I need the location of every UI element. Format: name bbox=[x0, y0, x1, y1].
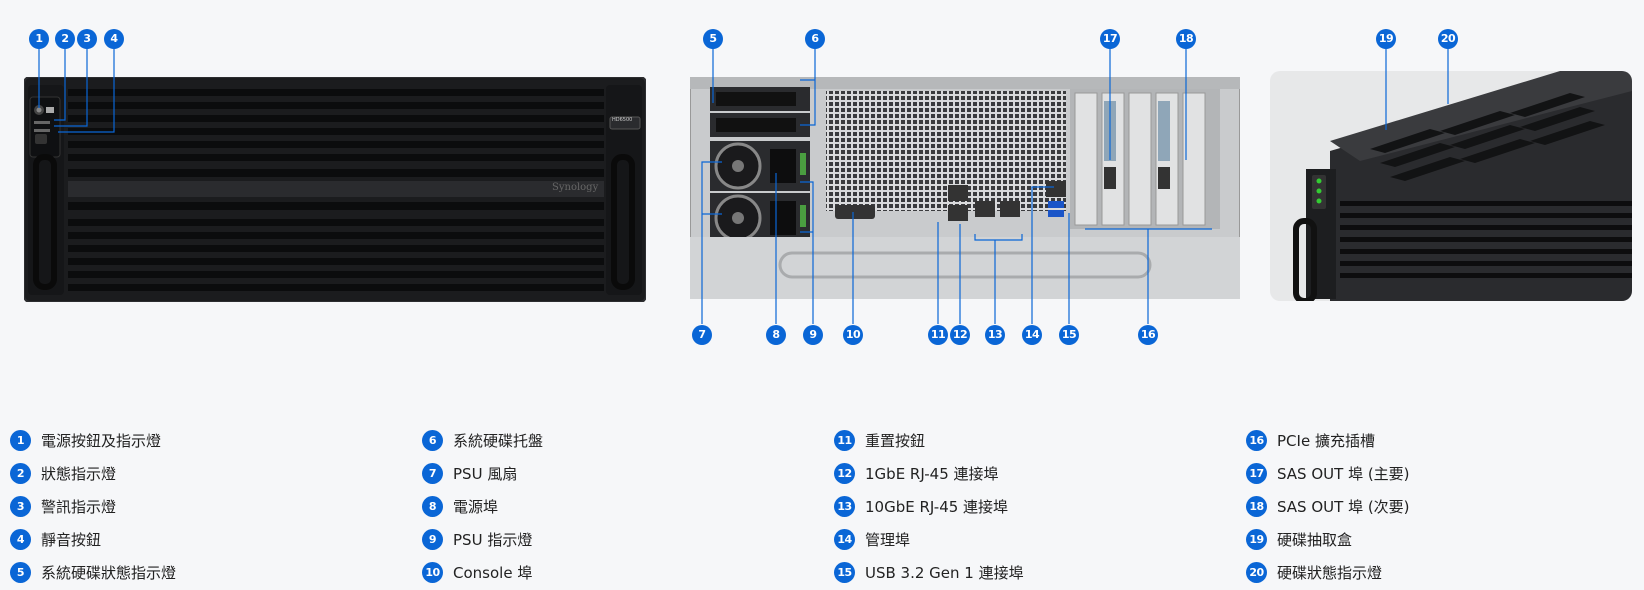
legend-column-4: 16 PCIe 擴充插槽 17 SAS OUT 埠 (主要) 18 SAS OUT 埠… bbox=[1246, 424, 1636, 589]
legend-label: 系統硬碟狀態指示燈 bbox=[41, 564, 177, 582]
callout-10: 10 bbox=[843, 325, 863, 345]
legend-item: 9 PSU 指示燈 bbox=[422, 523, 812, 556]
legend-item: 1 電源按鈕及指示燈 bbox=[10, 424, 400, 457]
legend-item: 20 硬碟狀態指示燈 bbox=[1246, 556, 1636, 589]
legend-label: 狀態指示燈 bbox=[41, 465, 117, 483]
legend-item: 14 管理埠 bbox=[834, 523, 1224, 556]
legend-label: 硬碟抽取盒 bbox=[1277, 531, 1353, 549]
front-model-badge: HD6500 bbox=[612, 117, 633, 123]
callout-12: 12 bbox=[950, 325, 970, 345]
legend-label: USB 3.2 Gen 1 連接埠 bbox=[865, 564, 1024, 582]
legend-label: 10GbE RJ-45 連接埠 bbox=[865, 498, 1009, 516]
legend-item: 6 系統硬碟托盤 bbox=[422, 424, 812, 457]
callout-14: 14 bbox=[1022, 325, 1042, 345]
legend-label: 硬碟狀態指示燈 bbox=[1277, 564, 1383, 582]
callout-15: 15 bbox=[1059, 325, 1079, 345]
legend-item: 17 SAS OUT 埠 (主要) bbox=[1246, 457, 1636, 490]
legend-item: 7 PSU 風扇 bbox=[422, 457, 812, 490]
callout-19: 19 bbox=[1376, 29, 1396, 49]
legend-number: 10 bbox=[422, 562, 443, 583]
legend-number: 19 bbox=[1246, 529, 1267, 550]
legend-number: 18 bbox=[1246, 496, 1267, 517]
legend-number: 20 bbox=[1246, 562, 1267, 583]
callout-7: 7 bbox=[692, 325, 712, 345]
front-view-photo: HD6500 Synology bbox=[24, 77, 646, 302]
legend-item: 13 10GbE RJ-45 連接埠 bbox=[834, 490, 1224, 523]
drawer-view-photo bbox=[1270, 71, 1632, 301]
legend-number: 6 bbox=[422, 430, 443, 451]
legend-number: 7 bbox=[422, 463, 443, 484]
legend-label: 重置按鈕 bbox=[865, 432, 926, 450]
callout-17: 17 bbox=[1100, 29, 1120, 49]
legend-number: 8 bbox=[422, 496, 443, 517]
legend-column-1: 1 電源按鈕及指示燈 2 狀態指示燈 3 警訊指示燈 4 靜音按鈕 5 系統硬碟狀態指示燈 bbox=[10, 424, 400, 589]
legend-item: 15 USB 3.2 Gen 1 連接埠 bbox=[834, 556, 1224, 589]
legend-number: 1 bbox=[10, 430, 31, 451]
legend-item: 12 1GbE RJ-45 連接埠 bbox=[834, 457, 1224, 490]
legend-number: 11 bbox=[834, 430, 855, 451]
legend-column-3: 11 重置按鈕 12 1GbE RJ-45 連接埠 13 10GbE RJ-45 連接… bbox=[834, 424, 1224, 589]
legend-label: PCIe 擴充插槽 bbox=[1277, 432, 1375, 450]
callout-18: 18 bbox=[1176, 29, 1196, 49]
legend-number: 3 bbox=[10, 496, 31, 517]
legend-label: 1GbE RJ-45 連接埠 bbox=[865, 465, 999, 483]
legend-item: 8 電源埠 bbox=[422, 490, 812, 523]
callout-20: 20 bbox=[1438, 29, 1458, 49]
legend-number: 17 bbox=[1246, 463, 1267, 484]
legend-number: 16 bbox=[1246, 430, 1267, 451]
legend-item: 11 重置按鈕 bbox=[834, 424, 1224, 457]
legend-item: 4 靜音按鈕 bbox=[10, 523, 400, 556]
legend-label: PSU 指示燈 bbox=[453, 531, 533, 549]
legend-label: SAS OUT 埠 (主要) bbox=[1277, 465, 1410, 483]
legend-item: 10 Console 埠 bbox=[422, 556, 812, 589]
callout-4: 4 bbox=[104, 29, 124, 49]
legend-label: SAS OUT 埠 (次要) bbox=[1277, 498, 1410, 516]
rear-view-photo bbox=[690, 77, 1240, 299]
legend-item: 18 SAS OUT 埠 (次要) bbox=[1246, 490, 1636, 523]
legend-number: 9 bbox=[422, 529, 443, 550]
rear-chassis-illustration bbox=[690, 77, 1240, 299]
callout-3: 3 bbox=[77, 29, 97, 49]
legend-label: 管理埠 bbox=[865, 531, 911, 549]
legend-label: 電源按鈕及指示燈 bbox=[41, 432, 162, 450]
callout-1: 1 bbox=[29, 29, 49, 49]
callout-9: 9 bbox=[803, 325, 823, 345]
callout-16: 16 bbox=[1138, 325, 1158, 345]
callout-2: 2 bbox=[55, 29, 75, 49]
legend-number: 14 bbox=[834, 529, 855, 550]
legend-number: 4 bbox=[10, 529, 31, 550]
legend-number: 12 bbox=[834, 463, 855, 484]
legend-number: 2 bbox=[10, 463, 31, 484]
legend-label: 電源埠 bbox=[453, 498, 499, 516]
legend-label: PSU 風扇 bbox=[453, 465, 518, 483]
legend-item: 5 系統硬碟狀態指示燈 bbox=[10, 556, 400, 589]
legend-label: 系統硬碟托盤 bbox=[453, 432, 544, 450]
front-chassis-illustration bbox=[24, 77, 646, 302]
legend-label: Console 埠 bbox=[453, 564, 533, 582]
legend-column-2: 6 系統硬碟托盤 7 PSU 風扇 8 電源埠 9 PSU 指示燈 10 Console … bbox=[422, 424, 812, 589]
legend-item: 16 PCIe 擴充插槽 bbox=[1246, 424, 1636, 457]
legend-label: 警訊指示燈 bbox=[41, 498, 117, 516]
legend-item: 19 硬碟抽取盒 bbox=[1246, 523, 1636, 556]
front-brand-logo-text: Synology bbox=[552, 182, 599, 193]
drawer-illustration bbox=[1270, 71, 1632, 301]
legend-label: 靜音按鈕 bbox=[41, 531, 102, 549]
callout-11: 11 bbox=[928, 325, 948, 345]
legend-number: 5 bbox=[10, 562, 31, 583]
callout-6: 6 bbox=[805, 29, 825, 49]
legend-item: 3 警訊指示燈 bbox=[10, 490, 400, 523]
callout-13: 13 bbox=[985, 325, 1005, 345]
legend-item: 2 狀態指示燈 bbox=[10, 457, 400, 490]
callout-5: 5 bbox=[703, 29, 723, 49]
legend-number: 15 bbox=[834, 562, 855, 583]
legend-number: 13 bbox=[834, 496, 855, 517]
callout-8: 8 bbox=[766, 325, 786, 345]
